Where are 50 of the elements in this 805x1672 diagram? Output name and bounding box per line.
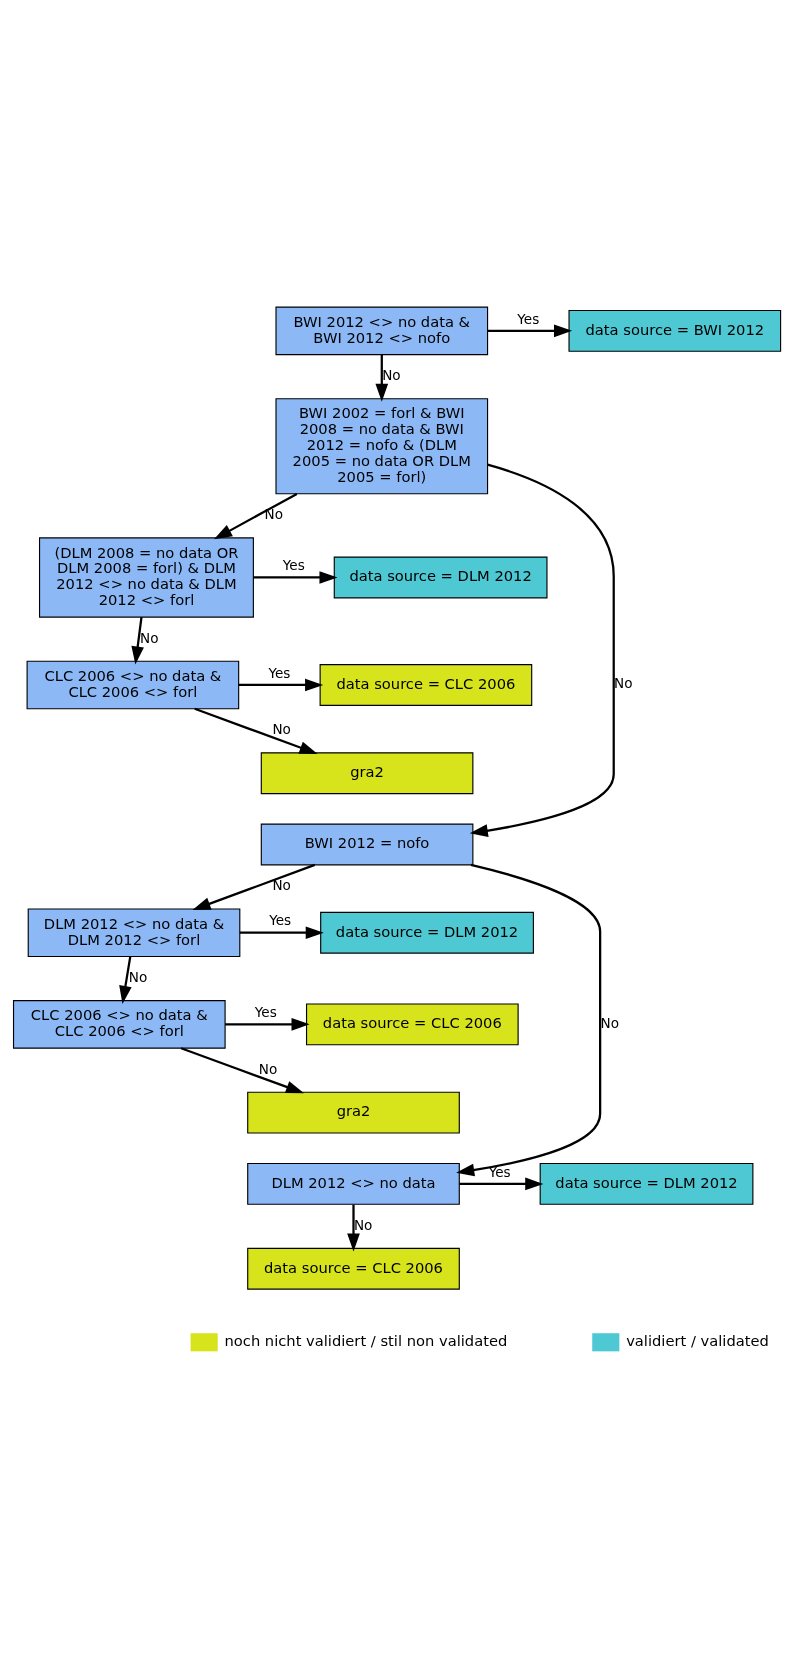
edge-label: No bbox=[271, 877, 291, 894]
node-box: data source = DLM 2012 bbox=[319, 911, 534, 954]
edge-label: Yes bbox=[282, 557, 305, 574]
arrow bbox=[191, 863, 315, 911]
edge-label: No bbox=[600, 1014, 619, 1031]
node-box: (DLM 2008 = no data OR DLM 2008 = forl) & DLM 2012 <> no data & DLM 2012 <> forl bbox=[38, 537, 254, 618]
arrow bbox=[469, 463, 615, 837]
node-box: BWI 2002 = forl & BWI 2008 = no data & BWI 2012 = nofo & (DLM 2005 = no data OR DLM 2005 = forl) bbox=[274, 398, 488, 495]
node-box: data source = DLM 2012 bbox=[539, 1162, 753, 1205]
edge-label: No bbox=[271, 721, 291, 738]
node-box: CLC 2006 <> no data & CLC 2006 <> forl bbox=[12, 1000, 226, 1049]
edge-label: Yes bbox=[516, 310, 539, 327]
edge-label: No bbox=[353, 1216, 372, 1233]
edge-label: No bbox=[613, 675, 633, 692]
node-box: DLM 2012 <> no data & DLM 2012 <> forl bbox=[27, 908, 240, 958]
arrow bbox=[130, 617, 144, 665]
arrow bbox=[213, 492, 297, 540]
arrow bbox=[458, 1177, 543, 1191]
node-box: BWI 2012 <> no data & BWI 2012 <> nofo bbox=[274, 306, 488, 356]
edge-label: No bbox=[381, 367, 401, 384]
arrow bbox=[455, 863, 601, 1177]
arrow bbox=[180, 1047, 304, 1094]
edge-label: No bbox=[128, 969, 147, 986]
edge-label: Yes bbox=[254, 1004, 277, 1021]
arrow bbox=[118, 956, 132, 1004]
node-box: gra2 bbox=[246, 1091, 460, 1134]
node-box: data source = CLC 2006 bbox=[246, 1247, 460, 1290]
node-box: data source = CLC 2006 bbox=[305, 1003, 519, 1046]
arrow bbox=[374, 354, 388, 402]
node-box: data source = BWI 2012 bbox=[567, 309, 781, 352]
edge-label: Yes bbox=[268, 912, 291, 929]
edge-label: Yes bbox=[488, 1163, 511, 1180]
node-box: gra2 bbox=[260, 752, 473, 795]
arrow bbox=[253, 571, 338, 584]
arrow bbox=[346, 1204, 360, 1252]
arrow bbox=[193, 707, 318, 754]
node-box: data source = DLM 2012 bbox=[333, 556, 548, 599]
legend-label: validiert / validated bbox=[625, 1332, 769, 1350]
node-box: CLC 2006 <> no data & CLC 2006 <> forl bbox=[26, 660, 239, 710]
edge-label: No bbox=[139, 629, 159, 646]
legend-label: noch nicht validiert / stil non validated bbox=[224, 1332, 507, 1350]
arrow bbox=[224, 1018, 310, 1031]
arrow bbox=[238, 678, 323, 692]
node-box: data source = CLC 2006 bbox=[319, 664, 532, 706]
edge-label: Yes bbox=[267, 664, 290, 681]
arrow bbox=[487, 324, 572, 338]
edge-label: No bbox=[258, 1060, 277, 1077]
node-box: BWI 2012 = nofo bbox=[260, 823, 473, 866]
arrow bbox=[239, 926, 324, 940]
node-box: DLM 2012 <> no data bbox=[246, 1162, 460, 1205]
